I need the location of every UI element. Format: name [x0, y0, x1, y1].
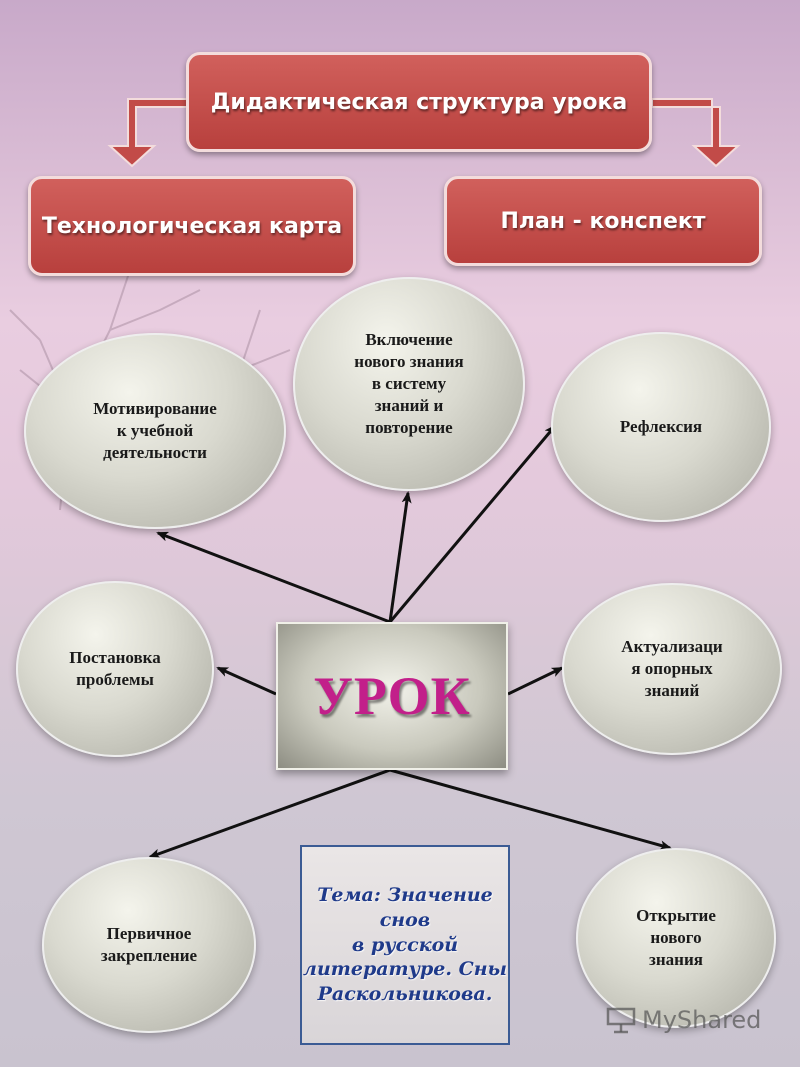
theme-text: Тема: Значение снов в русской литературе…	[303, 884, 507, 1006]
arrow-to-motivation	[156, 531, 391, 624]
stage-inclusion: Включение нового знания в систему знаний…	[293, 277, 525, 491]
stage-motivation-label: Мотивирование к учебной деятельности	[93, 398, 217, 463]
arrow-to-reflection	[388, 424, 557, 623]
stage-actualization: Актуализаци я опорных знаний	[562, 583, 782, 755]
elbow-arrow-left	[107, 98, 189, 168]
center-lesson-box: УРОК	[276, 622, 508, 770]
arrow-to-problem	[216, 666, 277, 696]
stage-actualization-label: Актуализаци я опорных знаний	[621, 636, 723, 701]
stage-problem-label: Постановка проблемы	[69, 647, 161, 689]
stage-discovery-label: Открытие нового знания	[636, 905, 716, 970]
arrow-to-discovery	[389, 768, 672, 851]
watermark-text: MyShared	[642, 1006, 762, 1034]
elbow-arrow-right	[651, 98, 741, 168]
arrow-to-inclusion	[388, 491, 412, 623]
stage-motivation: Мотивирование к учебной деятельности	[24, 333, 286, 529]
lesson-structure-title-box: Дидактическая структура урока	[186, 52, 652, 152]
center-lesson-label: УРОК	[313, 666, 471, 726]
watermark: MyShared	[606, 1006, 761, 1034]
theme-box: Тема: Значение снов в русской литературе…	[300, 845, 510, 1045]
technological-map-label: Технологическая карта	[41, 213, 343, 239]
stage-reflection: Рефлексия	[551, 332, 771, 522]
lesson-structure-title: Дидактическая структура урока	[210, 89, 628, 115]
lesson-plan-box: План - конспект	[444, 176, 762, 266]
stage-inclusion-label: Включение нового знания в систему знаний…	[354, 329, 464, 438]
stage-consolidation-label: Первичное закрепление	[100, 923, 198, 965]
arrow-to-actualization	[507, 666, 564, 696]
technological-map-box: Технологическая карта	[28, 176, 356, 276]
lesson-plan-label: План - конспект	[500, 208, 706, 234]
presentation-board-icon	[606, 1007, 636, 1034]
arrow-to-consolidation	[148, 768, 391, 859]
stage-discovery: Открытие нового знания	[576, 848, 776, 1028]
stage-consolidation: Первичное закрепление	[42, 857, 256, 1033]
stage-reflection-label: Рефлексия	[619, 416, 703, 436]
stage-problem: Постановка проблемы	[16, 581, 214, 757]
